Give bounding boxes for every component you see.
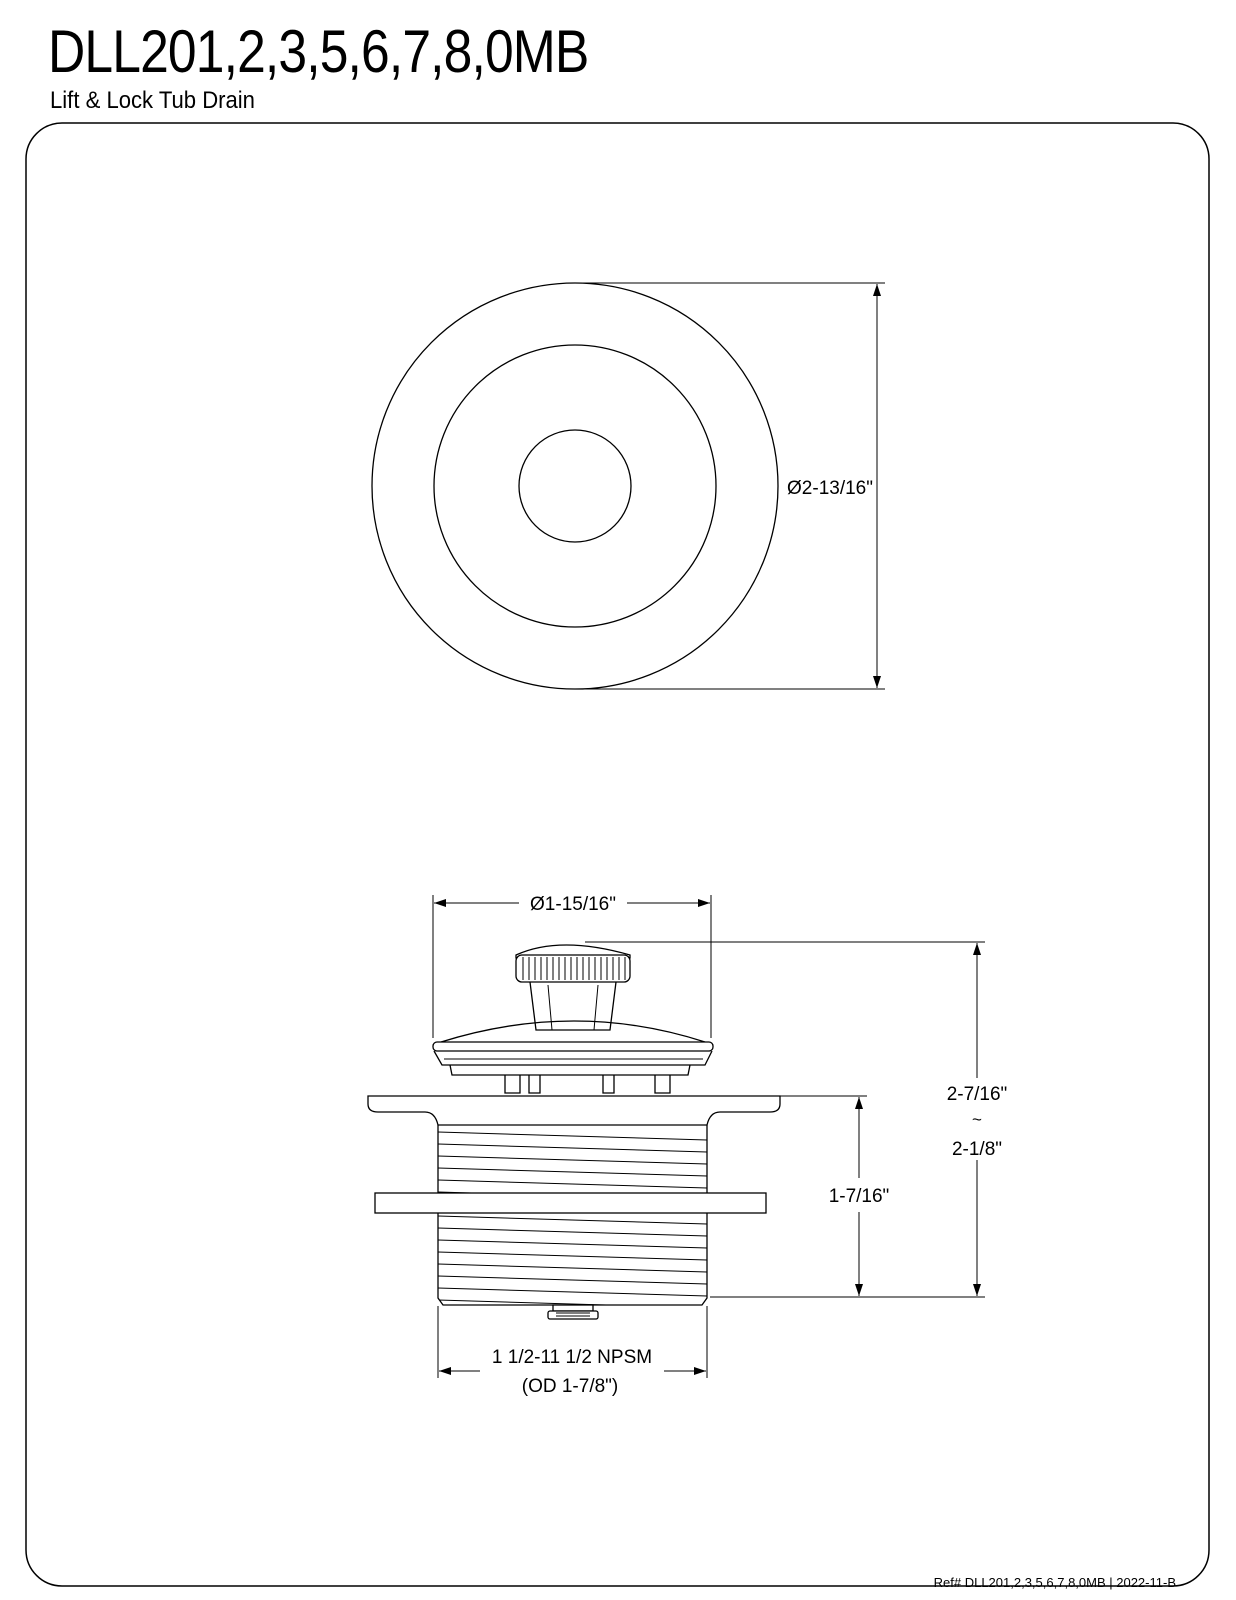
body-threads (438, 1131, 707, 1305)
stopper-cap (440, 1020, 706, 1043)
side-view (367, 895, 985, 1378)
top-view (371, 282, 885, 690)
drawing-frame (25, 122, 1210, 1587)
reference-footer: Ref# DLL201,2,3,5,6,7,8,0MB | 2022-11-B (933, 1575, 1176, 1590)
height-separator-label: ~ (972, 1110, 982, 1129)
stopper-legs (504, 1075, 671, 1094)
drain-flange (367, 1095, 781, 1126)
knurled-knob (515, 944, 631, 983)
thread-od-label: (OD 1-7/8") (522, 1376, 618, 1397)
lock-washer (374, 1192, 767, 1214)
model-numbers-title: DLL201,2,3,5,6,7,8,0MB (48, 18, 589, 85)
bottom-stud (547, 1304, 599, 1320)
thread-spec-label: 1 1/2-11 1/2 NPSM (492, 1347, 652, 1368)
stopper-stem (529, 981, 617, 1031)
knob-circle (518, 429, 632, 543)
body-height-label: 1-7/16" (829, 1186, 890, 1207)
product-name-subtitle: Lift & Lock Tub Drain (50, 87, 255, 114)
stopper-cap-circle (433, 344, 717, 628)
drain-body (437, 1125, 708, 1306)
stopper-diameter-label: Ø1-15/16" (530, 894, 616, 915)
flange-diameter-label: Ø2-13/16" (787, 478, 873, 499)
flange-outer-circle (371, 282, 779, 690)
total-height-max-label: 2-7/16" (947, 1084, 1008, 1105)
total-height-min-label: 2-1/8" (952, 1139, 1002, 1160)
